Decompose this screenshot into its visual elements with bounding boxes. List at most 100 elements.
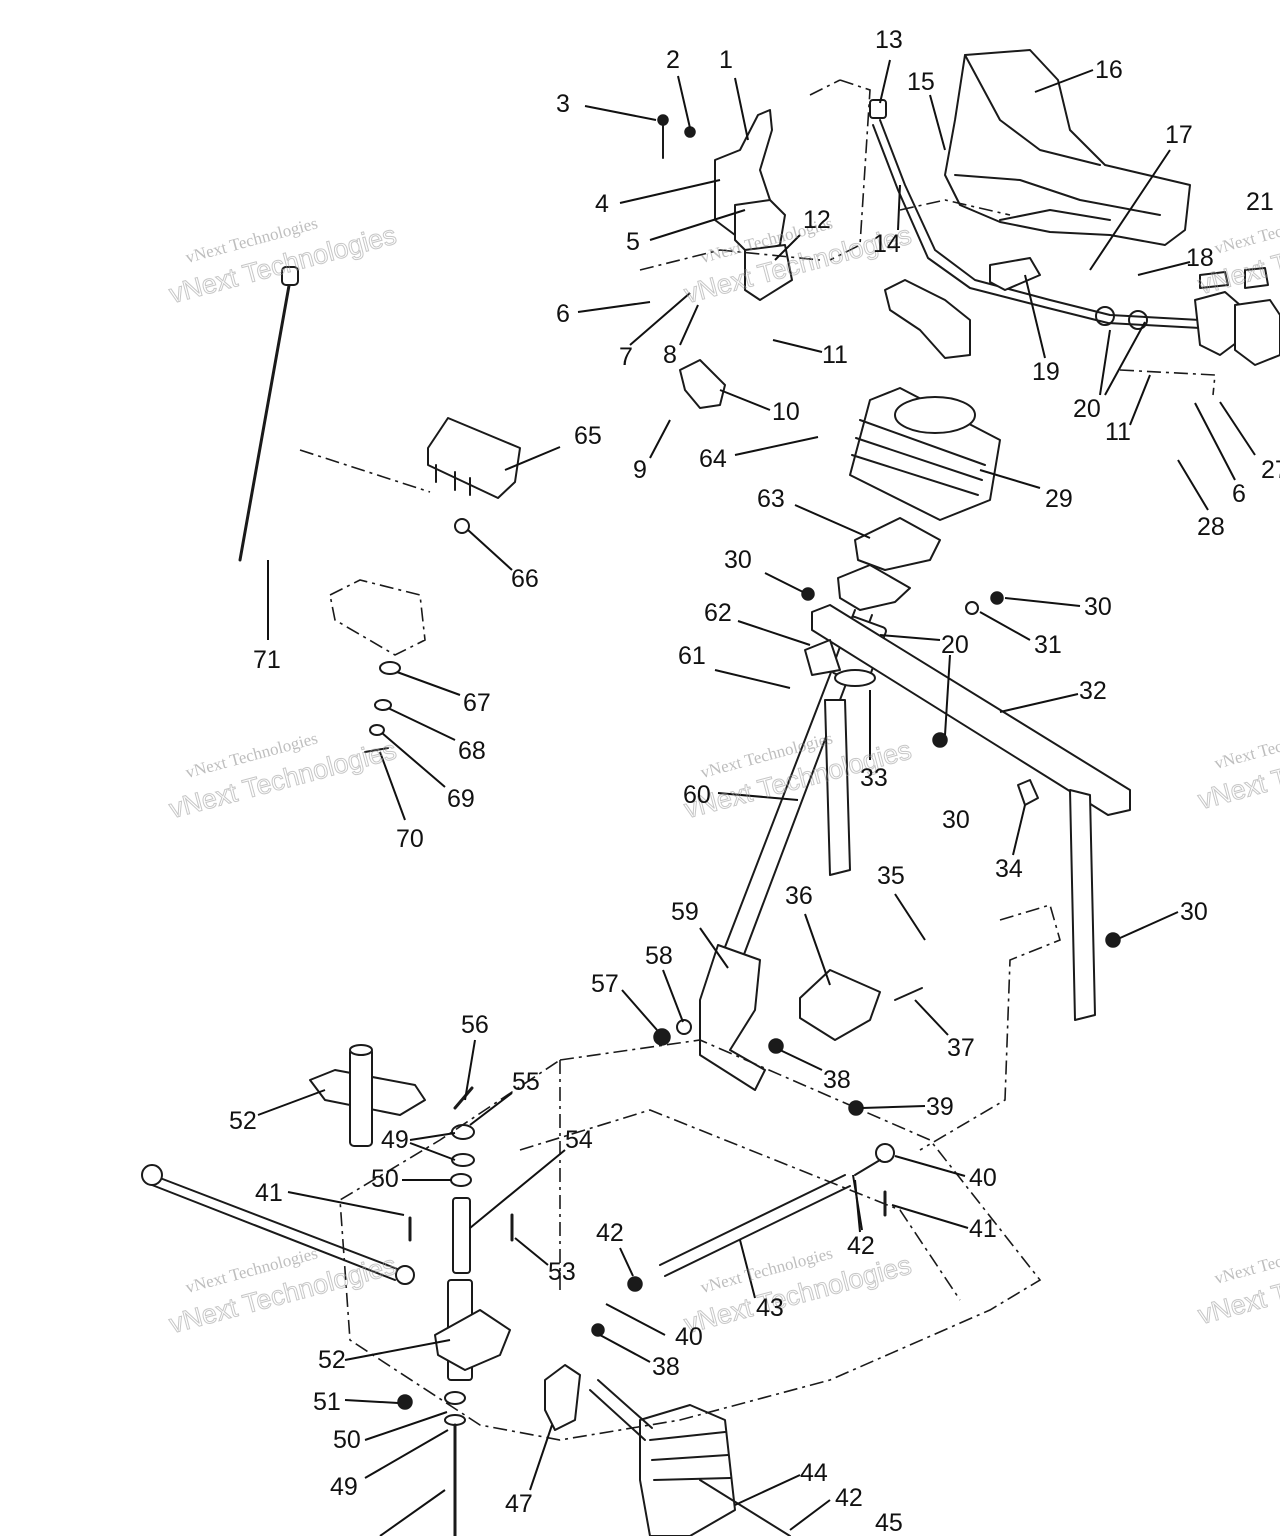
callout-number: 11 — [1105, 418, 1131, 446]
callout-number: 14 — [873, 230, 901, 258]
callout-number: 37 — [947, 1034, 975, 1062]
callout-number: 50 — [371, 1165, 399, 1193]
callout-number: 49 — [330, 1473, 358, 1501]
callout-number: 67 — [463, 689, 491, 717]
callout-number: 51 — [313, 1388, 341, 1416]
callout-number: 58 — [645, 942, 673, 970]
callout-number: 54 — [565, 1126, 593, 1154]
seat-part — [944, 49, 1191, 246]
callout-number: 32 — [1079, 677, 1107, 705]
callout-number: 44 — [800, 1459, 828, 1487]
callout-number: 30 — [1084, 593, 1112, 621]
callout-number: 41 — [255, 1179, 283, 1207]
callout-number: 61 — [678, 642, 706, 670]
callout-number: 62 — [704, 599, 732, 627]
callout-number: 56 — [461, 1011, 489, 1039]
callout-number: 38 — [823, 1066, 851, 1094]
callout-number: 19 — [1032, 358, 1060, 386]
callout-number: 4 — [595, 190, 609, 218]
bushing-block-part — [854, 517, 941, 571]
frame-tube-part — [804, 604, 1131, 1021]
tie-rod-right-part — [659, 1143, 895, 1277]
callout-number: 45 — [875, 1509, 903, 1536]
part-drawings — [141, 49, 1280, 1536]
steering-boot-part — [849, 387, 1001, 521]
callout-number: 9 — [633, 456, 647, 484]
callout-number: 55 — [512, 1068, 540, 1096]
callout-number: 69 — [447, 785, 475, 813]
callout-number: 12 — [803, 206, 831, 234]
callout-number: 16 — [1095, 56, 1123, 84]
callout-number: 60 — [683, 781, 711, 809]
callout-number: 20 — [941, 631, 969, 659]
watermark-text: vNext Technologies — [1212, 719, 1280, 773]
tie-rod-left-part — [141, 1164, 415, 1285]
callout-number: 6 — [1232, 480, 1246, 508]
callout-number: 28 — [1197, 513, 1225, 541]
callout-number: 17 — [1165, 121, 1193, 149]
callout-number: 68 — [458, 737, 486, 765]
throttle-lever-part — [657, 109, 793, 301]
callout-number: 30 — [1180, 898, 1208, 926]
callout-number: 40 — [969, 1164, 997, 1192]
bellows-part — [589, 1379, 791, 1536]
callout-number: 64 — [699, 445, 727, 473]
callout-number: 47 — [505, 1490, 533, 1518]
callout-number: 8 — [663, 341, 677, 369]
callout-number: 20 — [1073, 395, 1101, 423]
callout-number: 42 — [835, 1484, 863, 1512]
callout-number: 1 — [719, 46, 733, 74]
callout-number: 18 — [1186, 244, 1214, 272]
callout-number: 21 — [1246, 188, 1274, 216]
callout-number: 5 — [626, 228, 640, 256]
callout-number: 15 — [907, 68, 935, 96]
callout-number: 50 — [333, 1426, 361, 1454]
callout-number: 57 — [591, 970, 619, 998]
instrument-housing-part — [427, 417, 521, 534]
callout-number: 52 — [318, 1346, 346, 1374]
callout-number: 49 — [381, 1126, 409, 1154]
spindle-upper-part — [309, 1044, 426, 1147]
callout-number: 29 — [1045, 485, 1073, 513]
callout-number: 6 — [556, 300, 570, 328]
watermarks: vNext Technologies vNext Technologies vN… — [166, 204, 1280, 1339]
callout-number: 34 — [995, 855, 1023, 883]
callout-number: 38 — [652, 1353, 680, 1381]
switch-housing-part — [1194, 267, 1280, 366]
spindle-lower-part — [434, 1124, 511, 1536]
handlebar-part — [869, 99, 1201, 329]
leader-lines — [257, 59, 1256, 1536]
callout-number: 43 — [756, 1294, 784, 1322]
fasteners-part — [397, 587, 1121, 1410]
callout-number: 41 — [969, 1215, 997, 1243]
bolts-part — [408, 1086, 887, 1242]
callout-number: 2 — [666, 46, 680, 74]
callout-number: 13 — [875, 26, 903, 54]
callout-number: 11 — [822, 341, 848, 369]
callout-number: 53 — [548, 1258, 576, 1286]
callout-labels: 1 2 3 4 5 6 7 8 9 10 11 12 13 14 15 16 1… — [229, 26, 1280, 1536]
callout-number: 70 — [396, 825, 424, 853]
callout-number: 39 — [926, 1093, 954, 1121]
clamp-part — [1017, 779, 1039, 806]
callout-number: 42 — [596, 1219, 624, 1247]
callout-number: 27 — [1261, 456, 1280, 484]
pitman-arm-part — [699, 944, 766, 1091]
callout-number: 66 — [511, 565, 539, 593]
callout-number: 33 — [860, 764, 888, 792]
handlebar-mount-part — [884, 257, 1148, 359]
callout-number: 10 — [772, 398, 800, 426]
callout-number: 65 — [574, 422, 602, 450]
callout-number: 63 — [757, 485, 785, 513]
callout-number: 31 — [1034, 631, 1062, 659]
mount-bracket-part — [329, 579, 426, 753]
callout-number: 7 — [619, 343, 633, 371]
callout-number: 30 — [942, 806, 970, 834]
cover-plate-part — [679, 359, 726, 409]
callout-number: 35 — [877, 862, 905, 890]
watermark-text: vNext Technologies — [1212, 1234, 1280, 1288]
callout-number: 42 — [847, 1232, 875, 1260]
bolt-37-part — [894, 987, 923, 1001]
cable-part — [238, 266, 299, 562]
